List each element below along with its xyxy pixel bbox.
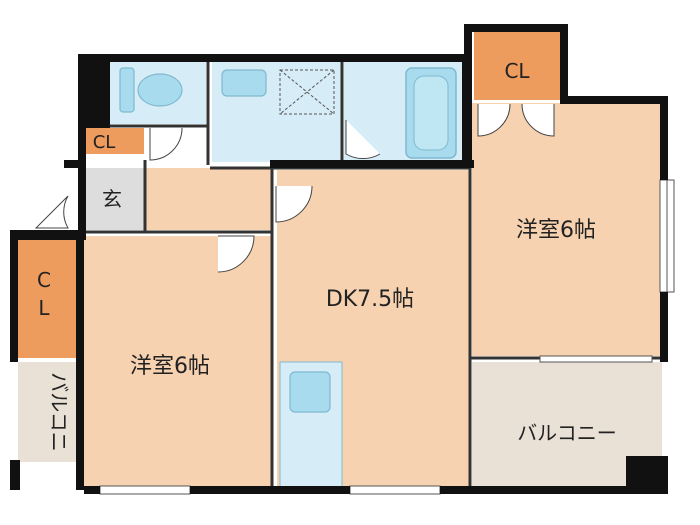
balcony-right-label: バルコニー <box>517 421 617 445</box>
hallway-floor <box>145 168 271 230</box>
doors <box>34 103 555 273</box>
entrance-label: 玄 <box>102 187 122 211</box>
western-room-left-label: 洋室6帖 <box>130 354 210 379</box>
washing-machine-space-icon <box>279 69 335 115</box>
balcony-left-floor <box>18 362 76 462</box>
closet-vertical-left-label-l: L <box>38 296 50 320</box>
bathtub-icon <box>405 67 457 159</box>
balcony-left-label: バルコニ <box>47 372 71 452</box>
western-room-right-label: 洋室6帖 <box>516 218 596 243</box>
kitchen-counter-icon <box>279 361 343 489</box>
toilet-icon <box>119 67 183 113</box>
closet-small-left-label: CL <box>93 132 116 153</box>
closet-vertical-left-label-c: C <box>37 268 51 292</box>
dining-kitchen-label: DK7.5帖 <box>326 287 414 312</box>
closet-top-right-label: CL <box>504 59 530 83</box>
closet-top-right <box>474 32 560 100</box>
western-room-left-floor <box>82 236 272 488</box>
closet-small-left <box>82 128 144 154</box>
washbasin-icon <box>221 69 267 97</box>
windows <box>99 179 675 495</box>
closet-vertical-left <box>18 240 76 358</box>
western-room-right-floor <box>472 103 660 356</box>
exterior-walls <box>10 24 668 494</box>
entrance-floor <box>82 168 144 230</box>
